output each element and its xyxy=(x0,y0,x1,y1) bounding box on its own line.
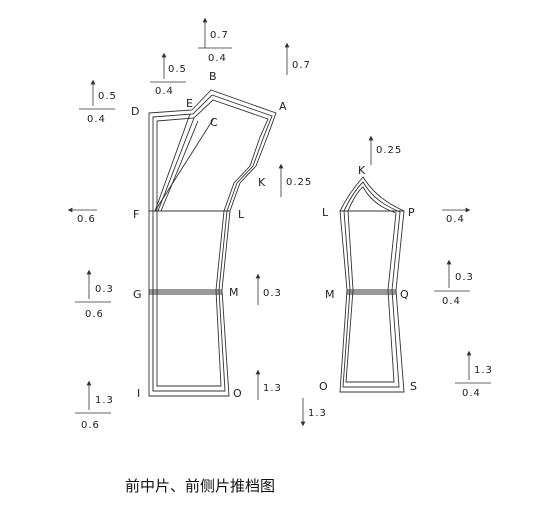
grade-indicator-o: 1.3 xyxy=(255,369,282,400)
front-waist-line xyxy=(149,289,222,295)
point-label-q: Q xyxy=(400,288,409,301)
grade-indicator-k: 0.25 xyxy=(278,163,312,197)
point-label-e: E xyxy=(186,97,193,110)
grade-value-up: 0.7 xyxy=(292,60,311,71)
grade-value-up: 0.3 xyxy=(263,288,282,299)
side-point-labels: K L P M Q O S xyxy=(319,164,417,393)
grade-indicator-o: 1.3 xyxy=(300,398,327,427)
point-label-i: I xyxy=(137,387,140,400)
point-label-b: B xyxy=(209,70,217,83)
front-side-piece xyxy=(339,176,405,393)
front-point-labels: B A D E C K F L G M I O xyxy=(131,70,287,400)
grade-indicator-p: 0.4 xyxy=(442,207,471,225)
point-label-p: P xyxy=(408,206,415,219)
point-label-m: M xyxy=(325,288,335,301)
grade-value-up: 0.5 xyxy=(98,91,117,102)
grade-value-up: 0.25 xyxy=(286,177,312,188)
point-label-l: L xyxy=(238,208,245,221)
grade-indicator-s: 1.3 0.4 xyxy=(455,350,493,399)
grade-value-down: 0.4 xyxy=(87,114,106,125)
grade-value-down: 0.4 xyxy=(442,296,461,307)
front-piece-outline xyxy=(148,89,277,397)
grade-indicator-b: 0.7 0.4 xyxy=(198,17,232,64)
diagram-caption: 前中片、前侧片推档图 xyxy=(125,477,275,495)
side-piece-outline xyxy=(339,176,405,393)
grade-indicator-f: 0.6 xyxy=(67,207,97,225)
grade-indicator-de: 0.5 0.4 xyxy=(150,52,187,97)
point-label-o: O xyxy=(233,387,242,400)
grade-value-down: 1.3 xyxy=(308,408,327,419)
point-label-m: M xyxy=(229,286,239,299)
grade-indicator-q: 0.3 0.4 xyxy=(434,259,474,307)
grade-indicator-m: 0.3 xyxy=(255,273,282,305)
grade-indicator-a: 0.7 xyxy=(284,42,311,75)
point-label-o: O xyxy=(319,380,328,393)
point-label-g: G xyxy=(133,288,142,301)
front-dart-lines xyxy=(152,113,215,391)
side-grade-indicators: 0.25 0.4 0.3 0.4 1.3 1.3 0.4 xyxy=(300,135,493,427)
grade-value-down: 0.4 xyxy=(155,86,174,97)
grade-value-up: 0.7 xyxy=(210,30,229,41)
point-label-a: A xyxy=(279,100,287,113)
grade-value-up: 0.3 xyxy=(455,272,474,283)
point-label-f: F xyxy=(133,208,139,221)
grade-indicator-i: 1.3 0.6 xyxy=(75,380,114,431)
side-waist-line xyxy=(347,289,396,295)
point-label-c: C xyxy=(210,116,218,129)
grade-value-down: 0.4 xyxy=(208,53,227,64)
grade-value-down: 0.6 xyxy=(77,214,96,225)
grade-value-up: 1.3 xyxy=(95,395,114,406)
grade-value-down: 0.4 xyxy=(446,214,465,225)
grade-value-up: 1.3 xyxy=(263,383,282,394)
grade-indicator-g: 0.3 0.6 xyxy=(75,269,114,320)
point-label-k: K xyxy=(358,164,366,177)
grade-value-down: 0.6 xyxy=(81,420,100,431)
point-label-l: L xyxy=(322,206,329,219)
grade-value-up: 1.3 xyxy=(474,365,493,376)
front-center-piece xyxy=(148,89,277,397)
front-grade-indicators: 0.7 0.4 0.7 0.5 0.4 0.5 0.4 0.25 xyxy=(67,17,312,431)
grade-indicator-d: 0.5 0.4 xyxy=(79,79,117,125)
grade-value-up: 0.3 xyxy=(95,284,114,295)
grade-value-down: 0.6 xyxy=(85,309,104,320)
grade-value-up: 0.5 xyxy=(168,64,187,75)
grade-value-up: 0.25 xyxy=(376,145,402,156)
grade-indicator-k: 0.25 xyxy=(368,135,402,165)
point-label-k: K xyxy=(258,176,266,189)
point-label-s: S xyxy=(410,380,417,393)
point-label-d: D xyxy=(131,105,139,118)
grade-value-down: 0.4 xyxy=(462,388,481,399)
